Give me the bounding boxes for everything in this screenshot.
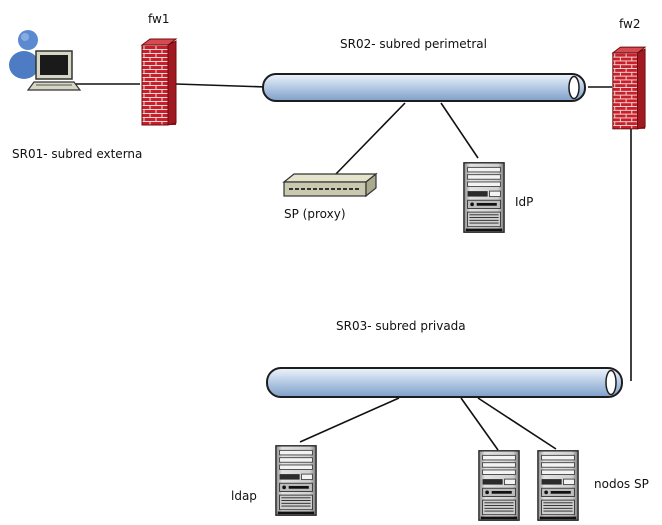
link-fw1-sr02 — [175, 83, 267, 88]
server-tower-icon-ldap — [275, 445, 317, 516]
label-fw2: fw2 — [619, 17, 640, 31]
network-bus-icon-sr03 — [266, 367, 623, 398]
user-workstation-icon — [9, 30, 82, 91]
link-sr03-node2 — [477, 397, 557, 450]
link-sr02-idp — [440, 102, 479, 159]
firewall-brick-icon — [612, 46, 646, 130]
label-subnet-private: SR03- subred privada — [336, 319, 466, 333]
label-proxy: SP (proxy) — [284, 207, 346, 221]
label-idp: IdP — [515, 195, 533, 209]
link-sr03-node1 — [460, 397, 499, 451]
link-sr03-ldap — [299, 397, 400, 443]
network-bus-icon-sr02 — [262, 73, 586, 102]
label-ldap: ldap — [231, 489, 257, 503]
server-tower-icon-node-2 — [537, 450, 579, 521]
label-subnet-perimeter: SR02- subred perimetral — [340, 37, 487, 51]
firewall-brick-icon — [141, 38, 177, 126]
label-subnet-external: SR01- subred externa — [12, 147, 142, 161]
switch-icon — [282, 172, 378, 198]
server-tower-icon-node-1 — [478, 450, 520, 521]
label-fw1: fw1 — [148, 12, 169, 26]
label-sp-nodes: nodos SP — [594, 477, 649, 491]
server-tower-icon-idp — [463, 162, 505, 233]
link-sr02-proxy — [333, 102, 406, 177]
